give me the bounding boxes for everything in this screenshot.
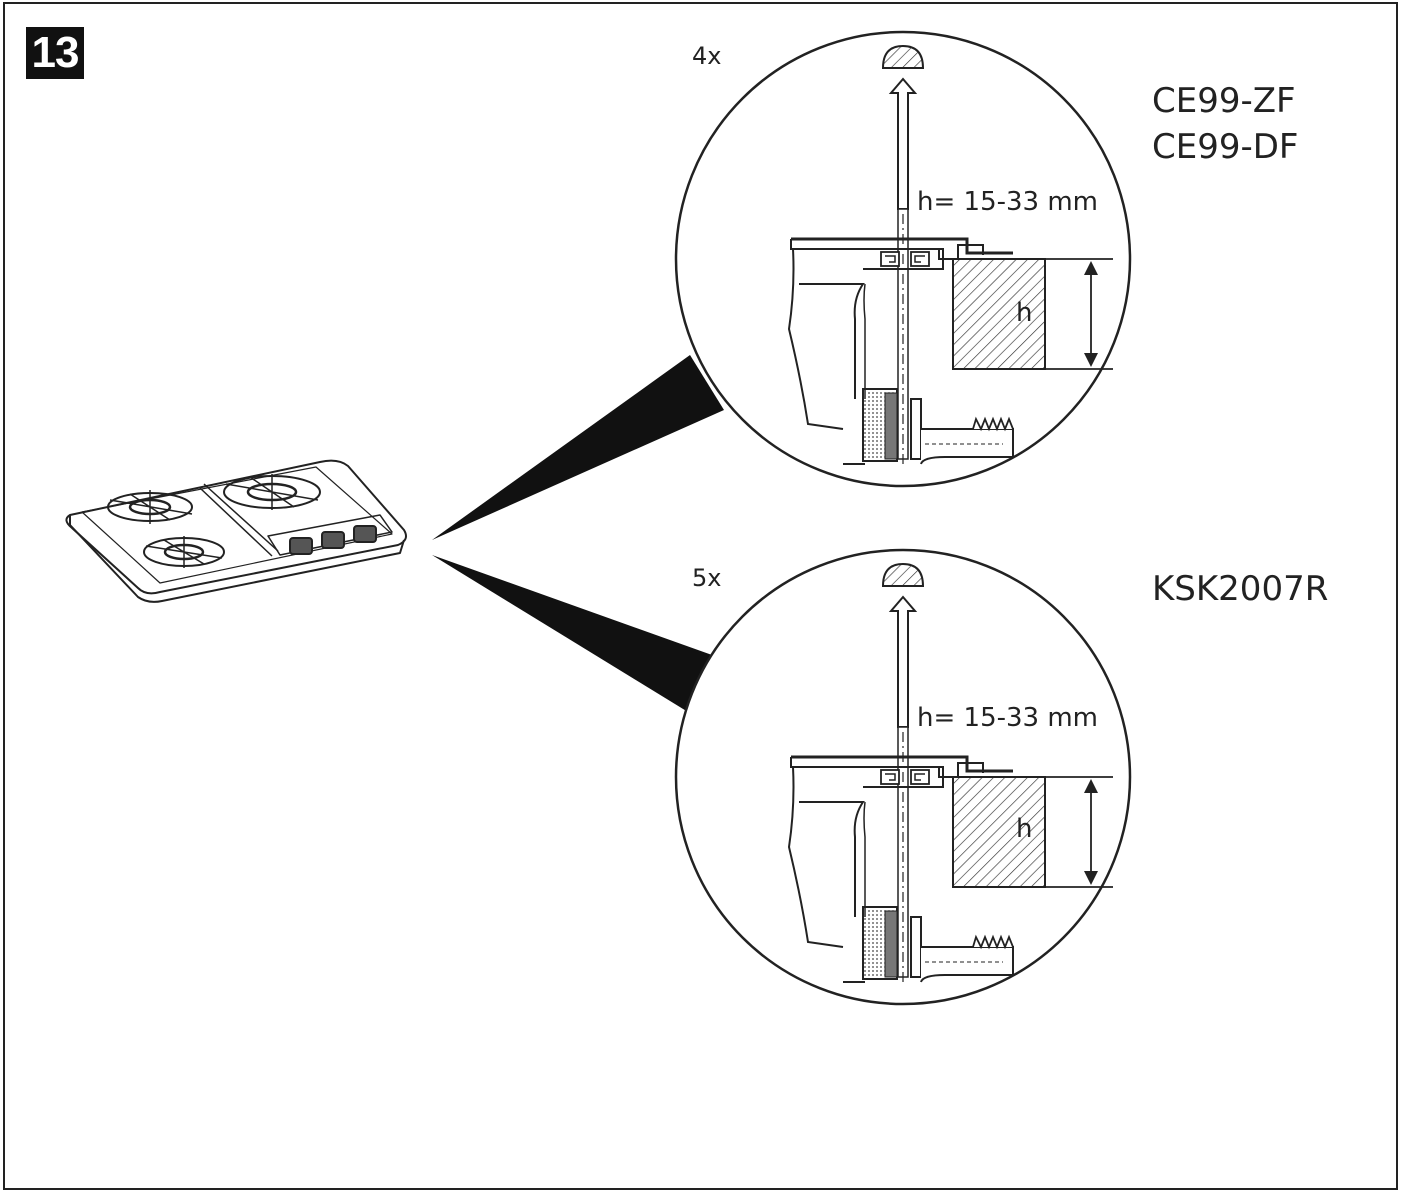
- model-label-ce99-df: CE99-DF: [1152, 127, 1299, 167]
- detail-circle-top: [674, 30, 1132, 488]
- height-range-label-top: h= 15-33 mm: [917, 187, 1098, 217]
- model-label-ksk2007r: KSK2007R: [1152, 569, 1329, 609]
- quantity-label-bottom: 5x: [692, 564, 722, 592]
- quantity-label-top: 4x: [692, 42, 722, 70]
- callout-wedge-bottom: [432, 555, 712, 712]
- height-symbol-top: h: [1016, 298, 1033, 328]
- page-border: [3, 2, 1398, 1190]
- detail-circle-bottom: [674, 548, 1132, 1006]
- callout-wedge-top: [432, 355, 724, 540]
- gas-hob-illustration: [65, 459, 407, 603]
- height-symbol-bottom: h: [1016, 814, 1033, 844]
- model-label-ce99-zf: CE99-ZF: [1152, 81, 1296, 121]
- step-number-badge: 13: [26, 27, 84, 79]
- height-range-label-bottom: h= 15-33 mm: [917, 703, 1098, 733]
